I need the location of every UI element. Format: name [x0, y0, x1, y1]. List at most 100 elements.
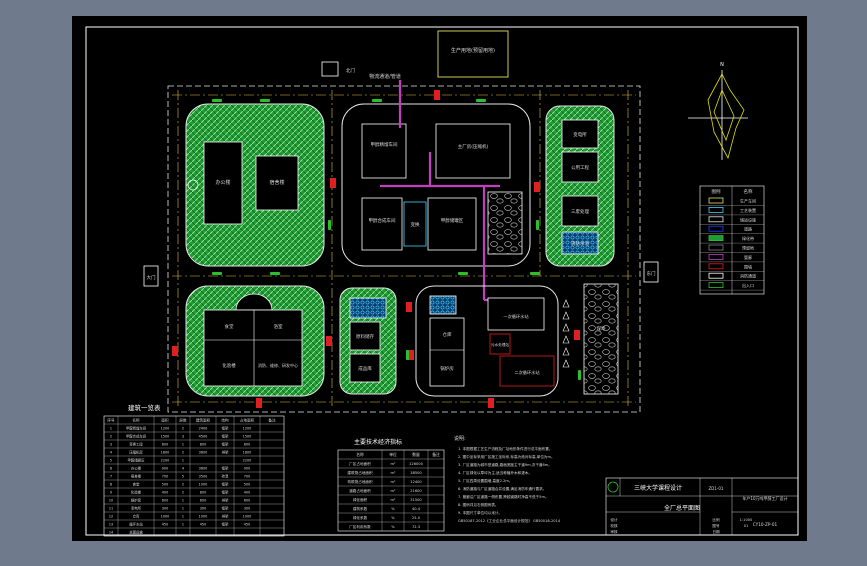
table-cell: m²: [391, 480, 397, 484]
svg-text:东门: 东门: [647, 270, 656, 277]
design-notes: 说明: 1. 本图根据工艺生产流程及厂址地形条件进行总平面布置。 2. 图中坐标采…: [454, 435, 561, 523]
legend-swatch: [708, 206, 724, 213]
school-logo-icon: [607, 481, 619, 493]
table-cell: 3500: [199, 475, 208, 479]
table-cell: 1500: [243, 435, 252, 439]
svg-text:说明:: 说明:: [454, 435, 466, 442]
table-cell: 1000: [243, 515, 252, 519]
table-header: 占地面积: [240, 418, 255, 423]
table-cell: 排架: [222, 498, 229, 503]
note-line: 1. 本图根据工艺生产流程及厂址地形条件进行总平面布置。: [458, 446, 552, 451]
storage-2: [349, 353, 381, 383]
table-cell: 框架: [222, 466, 229, 471]
table-cell: 1: [182, 443, 184, 447]
tb-cell: 日期: [712, 529, 720, 534]
note-line: GB50187-2012《工业企业总平面设计规范》 GB50016-2014: [458, 518, 561, 523]
table-cell: %: [391, 507, 395, 511]
legend-swatch: [708, 272, 724, 279]
water-2-label: 污水处理站: [491, 342, 509, 347]
tb-cell: 比例: [712, 517, 720, 522]
red-markers: [172, 90, 580, 408]
util-2-label: 公用工程: [571, 164, 589, 171]
legend-swatch: [708, 216, 724, 223]
table-cell: 1800: [243, 451, 252, 455]
table-cell: 2400: [199, 427, 208, 431]
table-cell: 1: [182, 507, 184, 511]
note-line: 9. 本图尺寸单位均以米计。: [458, 510, 502, 515]
table-cell: m²: [391, 489, 397, 493]
tb-cell: 设计: [610, 517, 618, 522]
firewater-label: 消防水池: [571, 240, 589, 247]
table-cell: 300: [244, 507, 250, 511]
table-cell: 5: [110, 459, 112, 463]
warehouse: [429, 317, 465, 387]
table-cell: 1000: [161, 515, 170, 519]
table-cell: 框架: [222, 522, 229, 527]
workshop-d: [403, 201, 427, 247]
table-cell: 道路占地面积: [349, 488, 371, 493]
table-cell: 厂区占地面积: [349, 461, 371, 466]
table-cell: 3: [110, 443, 112, 447]
util-1-label: 变电所: [573, 131, 587, 138]
legend-item: 道路: [744, 226, 752, 232]
table-cell: 600: [162, 499, 168, 503]
table-cell: 21600: [410, 489, 422, 493]
table-cell: 800: [200, 443, 206, 447]
table-header: 名称: [132, 418, 140, 423]
table-cell: 框架: [222, 442, 229, 447]
table-cell: 框架: [222, 434, 229, 439]
util-3: [561, 195, 599, 227]
table-cell: 4: [182, 467, 184, 471]
table-header: 建筑面积: [196, 418, 211, 423]
table-cell: 1200: [161, 427, 170, 431]
table-cell: 总图运输: [129, 530, 143, 535]
table-cell: 800: [200, 491, 206, 495]
workshop-b: [435, 123, 511, 179]
svg-text:CY10-ZP-01: CY10-ZP-01: [753, 522, 778, 527]
drawing-frame: [85, 26, 799, 536]
table-cell: m²: [391, 462, 397, 466]
table-cell: 4500: [199, 435, 208, 439]
table-cell: 72.3: [412, 525, 420, 529]
table-cell: 13: [109, 523, 113, 527]
table-cell: 压缩机房: [129, 450, 143, 455]
table-cell: 甲醇储罐区: [128, 458, 146, 463]
lab-label: 化验楼: [222, 362, 236, 369]
workshop-c: [361, 197, 403, 251]
table-cell: 1: [182, 459, 184, 463]
workshop-d-label: 变换: [411, 221, 420, 228]
reserved-box: [437, 30, 509, 78]
storage-1: [349, 321, 381, 351]
table-cell: 400: [162, 491, 168, 495]
water-1-label: 一次循环水站: [503, 313, 528, 320]
table-cell: 300: [200, 507, 206, 511]
coal-yard: [583, 283, 619, 395]
svg-text:建筑一览表: 建筑一览表: [128, 403, 161, 412]
legend-item: 围墙: [744, 263, 752, 269]
table-cell: 500: [244, 483, 250, 487]
table-header: 名称: [356, 452, 364, 457]
reserved-label: 生产用地(预留用地): [451, 47, 495, 54]
tb-cell: 校核: [610, 523, 618, 528]
table-cell: 1000: [199, 515, 208, 519]
tb-cell: 1:1000: [740, 518, 753, 522]
table-cell: 2: [182, 483, 184, 487]
table-cell: 甲醇合成车间: [126, 434, 147, 439]
table-cell: 锅炉房: [131, 498, 142, 503]
legend-item: 消防通道: [740, 273, 756, 279]
legend-item: 预留地: [742, 245, 754, 251]
legend-item: 管廊: [744, 254, 752, 260]
gate-west: 大门: [143, 265, 159, 287]
note-line: 2. 图中坐标采用厂区施工坐标系,标高为绝对标高,单位为m。: [458, 454, 555, 459]
legend-item: 出入口: [742, 282, 754, 288]
road-marks: [212, 99, 581, 380]
table-cell: 2: [182, 427, 184, 431]
storage-1-label: 原料储存: [356, 333, 374, 340]
workshop-a: [361, 123, 407, 179]
dormitory-building: [255, 155, 299, 211]
table-cell: 3: [182, 435, 184, 439]
table-cell: 宿舍楼: [131, 474, 142, 479]
table-cell: 1800: [161, 451, 170, 455]
table-cell: 14: [109, 531, 113, 535]
